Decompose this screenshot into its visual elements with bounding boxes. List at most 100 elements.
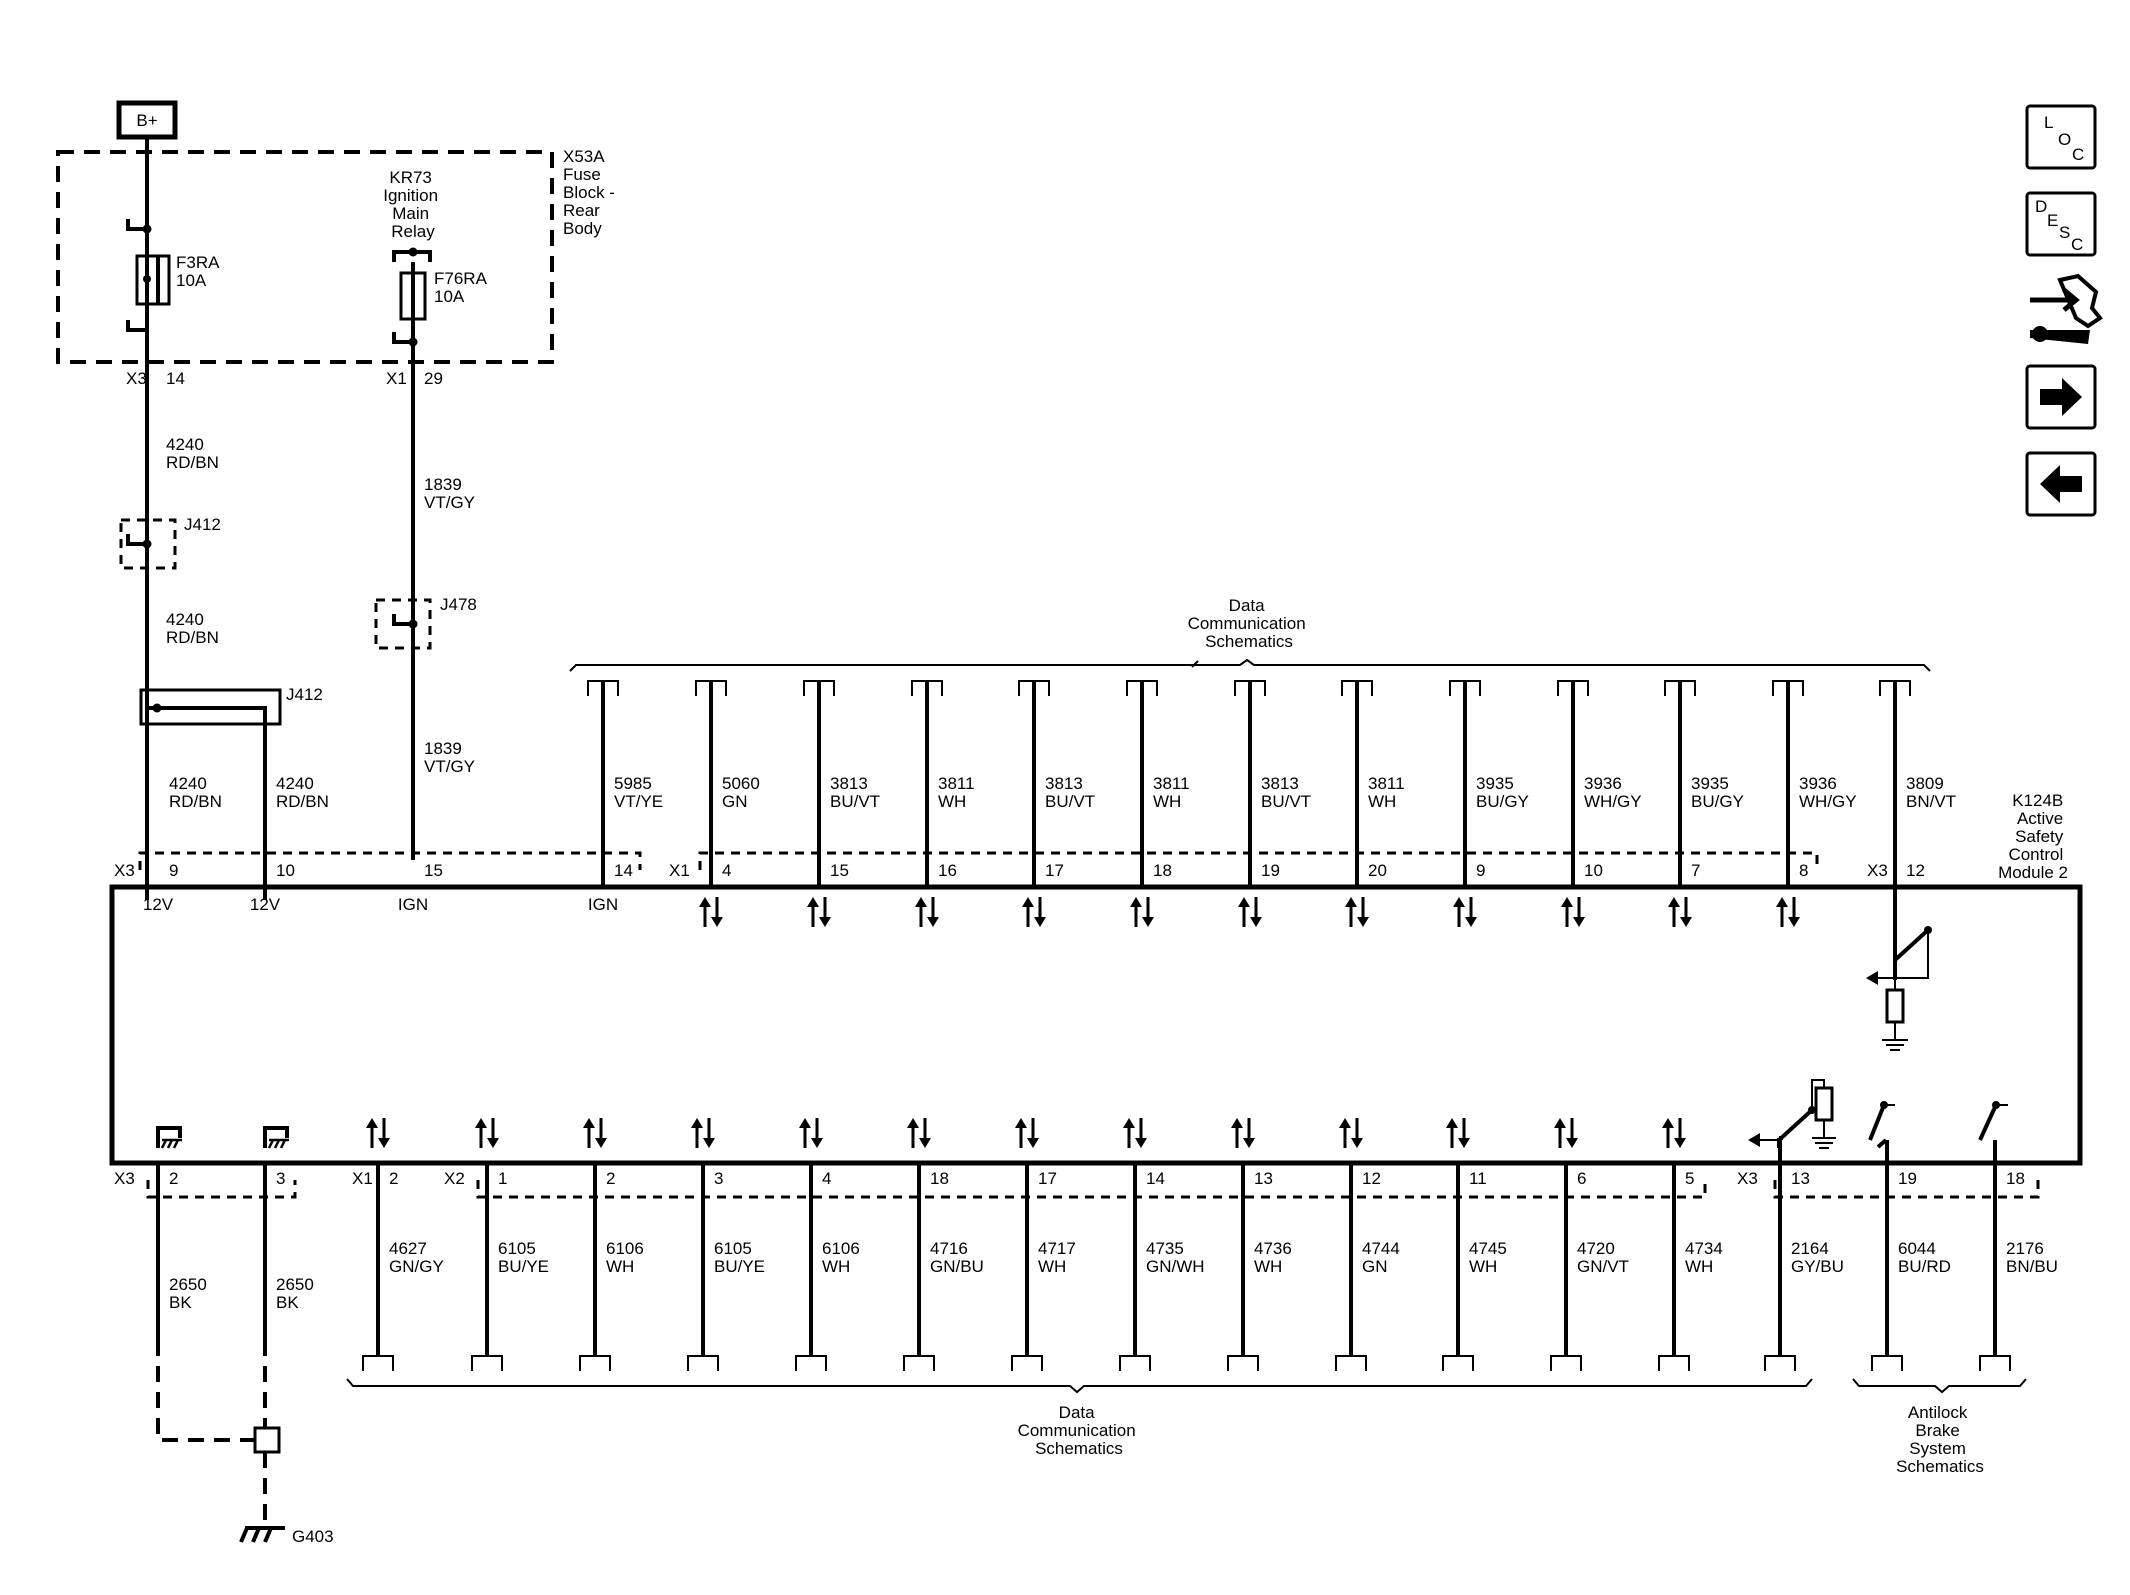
fuse-f76ra: F76RA 10A (392, 247, 488, 860)
splice-j478: J478 (374, 595, 477, 650)
top-pin-number-15: 8 (1799, 861, 1808, 880)
bottom-pin-number-18: 18 (2006, 1169, 2025, 1188)
svg-text:C: C (2072, 145, 2084, 164)
bottom-circuit-2: 2650 (276, 1275, 314, 1294)
fuse-out-pin-2: 29 (424, 369, 443, 388)
input-switch-pin18 (1978, 1101, 2008, 1141)
fuse-out-pin-1: 14 (166, 369, 185, 388)
bottom-color-12: GN (1362, 1257, 1388, 1276)
ground-label: G403 (292, 1527, 334, 1546)
bottom-pin-number-8: 18 (930, 1169, 949, 1188)
connector-x3-top-boundary (138, 851, 642, 870)
top-pin-number-6: 15 (830, 861, 849, 880)
fuse-out-connector-1: X3 (126, 369, 147, 388)
top-circuit-7: 3811 (938, 774, 975, 793)
battery-positive: B+ (116, 100, 178, 140)
bottom-circuit-10: 4735 (1146, 1239, 1184, 1258)
input-switch-pin13 (1748, 1079, 1836, 1149)
top-pin-number-16: 12 (1906, 861, 1925, 880)
bottom-pin-number-3: 2 (389, 1169, 398, 1188)
bottom-pin-number-17: 19 (1898, 1169, 1917, 1188)
top-color-5: GN (722, 792, 748, 811)
top-circuit-5: 5060 (722, 774, 760, 793)
connector-tool-icon[interactable] (2030, 273, 2103, 344)
bottom-reference-label: Data Communication Schematics (1018, 1403, 1141, 1458)
input-switch-pin19 (1868, 1101, 1895, 1149)
top-circuit-11: 3811 (1368, 774, 1405, 793)
module-body (109, 884, 2083, 1166)
bottom-color-7: WH (822, 1257, 850, 1276)
bottom-pin-group: 22650BK32650BK24627GN/GY16105BU/YE26106W… (156, 1118, 2058, 1371)
top-pin-number-9: 18 (1153, 861, 1172, 880)
bottom-pin-number-16: 13 (1791, 1169, 1810, 1188)
wire-4240-label-a: 4240 RD/BN (166, 435, 219, 472)
bottom-color-10: GN/WH (1146, 1257, 1205, 1276)
bottom-color-9: WH (1038, 1257, 1066, 1276)
top-color-14: BU/GY (1691, 792, 1744, 811)
connector-x3-bottom2-boundary (1773, 1180, 2040, 1199)
splice-j412-upper: J412 (119, 515, 221, 570)
bottom-pin-number-15: 5 (1685, 1169, 1694, 1188)
supply-label-ign-a: IGN (398, 895, 428, 914)
bottom-circuit-13: 4745 (1469, 1239, 1507, 1258)
top-circuit-8: 3813 (1045, 774, 1083, 793)
bottom-color-13: WH (1469, 1257, 1497, 1276)
bottom-color-18: BN/BU (2006, 1257, 2058, 1276)
bottom-pin-number-4: 1 (498, 1169, 507, 1188)
bottom-pin-number-11: 13 (1254, 1169, 1273, 1188)
wire-4240-label-b: 4240 RD/BN (166, 610, 219, 647)
bottom-circuit-3: 4627 (389, 1239, 427, 1258)
ignition-relay-label: KR73 Ignition Main Relay (383, 168, 443, 241)
bottom-color-8: GN/BU (930, 1257, 984, 1276)
top-circuit-9: 3811 (1153, 774, 1190, 793)
svg-text:O: O (2058, 130, 2071, 149)
bottom-color-6: BU/YE (714, 1257, 765, 1276)
connector-x1-bottom-label: X1 (352, 1169, 373, 1188)
top-color-4: VT/YE (614, 792, 663, 811)
top-color-13: WH/GY (1584, 792, 1642, 811)
top-circuit-12: 3935 (1476, 774, 1514, 793)
top-color-8: BU/VT (1045, 792, 1095, 811)
module-name: K124B Active Safety Control Module 2 (1998, 791, 2068, 882)
fuse-f3ra: F3RA 10A (126, 137, 220, 900)
fuse-block-boundary (56, 150, 554, 364)
loc-button[interactable]: L O C (2025, 104, 2097, 170)
bottom-reference-bracket (346, 1378, 1813, 1394)
bottom-circuit-18: 2176 (2006, 1239, 2044, 1258)
svg-text:C: C (2071, 235, 2083, 254)
connector-x3-bottom-label: X3 (114, 1169, 135, 1188)
bottom-pin-number-12: 12 (1362, 1169, 1381, 1188)
next-page-button[interactable] (2025, 364, 2097, 430)
top-pin-number-1: 9 (169, 861, 178, 880)
previous-page-button[interactable] (2025, 451, 2097, 517)
top-color-2: RD/BN (276, 792, 329, 811)
bottom-color-16: GY/BU (1791, 1257, 1844, 1276)
bottom-pin-number-2: 3 (276, 1169, 285, 1188)
bottom-circuit-17: 6044 (1898, 1239, 1936, 1258)
top-pin-number-3: 15 (424, 861, 443, 880)
bottom-circuit-14: 4720 (1577, 1239, 1615, 1258)
bottom-pin-number-7: 4 (822, 1169, 831, 1188)
connector-x3-bottom-boundary (146, 1180, 297, 1199)
top-circuit-4: 5985 (614, 774, 652, 793)
desc-button[interactable]: D E S C (2025, 191, 2097, 257)
top-circuit-16: 3809 (1906, 774, 1944, 793)
fuse-out-connector-2: X1 (386, 369, 407, 388)
top-circuit-6: 3813 (830, 774, 868, 793)
arrow-right-icon (2040, 378, 2082, 416)
